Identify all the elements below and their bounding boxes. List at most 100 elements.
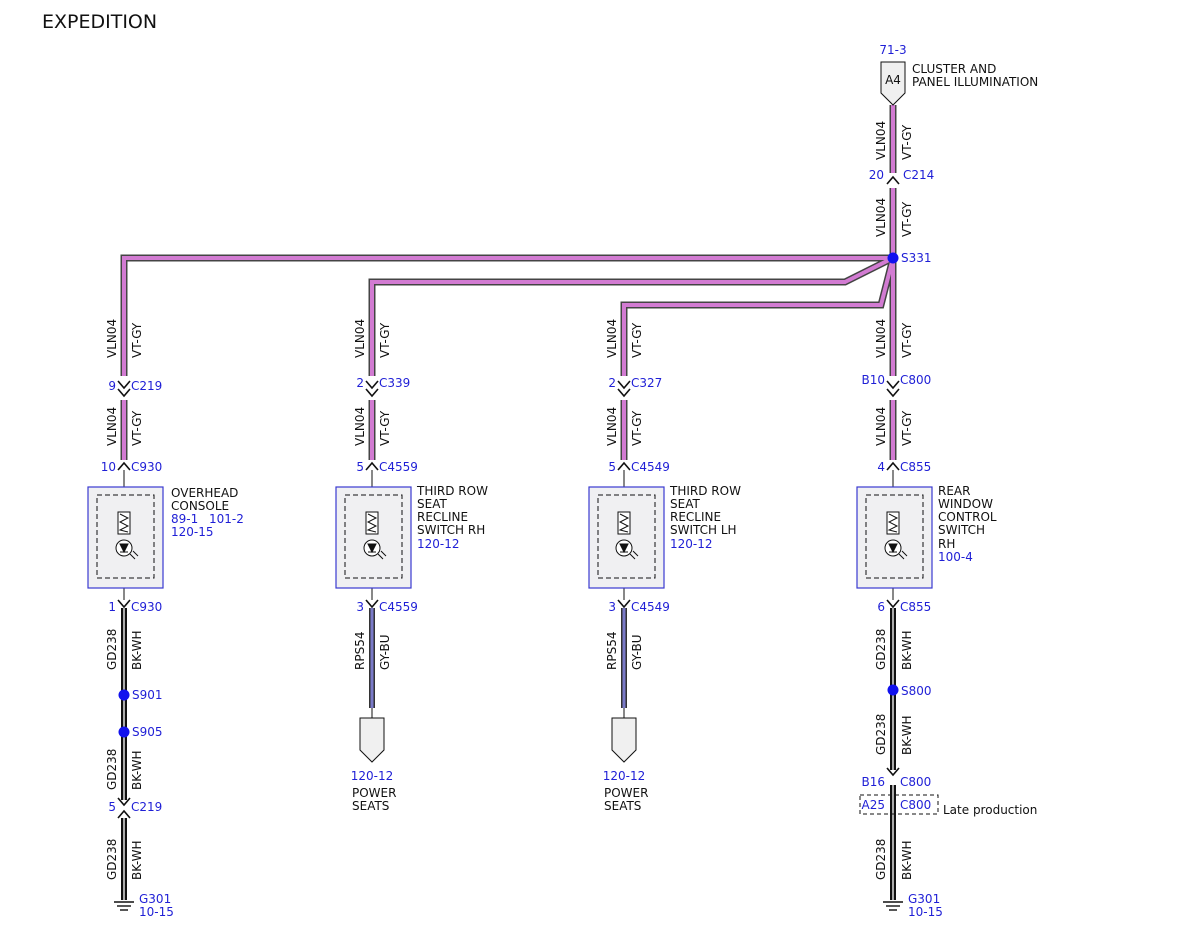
svg-text:C800: C800 — [900, 775, 931, 789]
svg-text:SWITCH LH: SWITCH LH — [670, 523, 737, 537]
svg-text:OVERHEAD: OVERHEAD — [171, 486, 238, 500]
svg-text:GD238: GD238 — [874, 839, 888, 880]
svg-text:C4549: C4549 — [631, 460, 670, 474]
cluster-pin: A4 — [885, 73, 901, 87]
svg-text:REAR: REAR — [938, 484, 970, 498]
svg-text:POWER: POWER — [352, 786, 396, 800]
svg-text:3: 3 — [608, 600, 616, 614]
svg-text:GD238: GD238 — [105, 749, 119, 790]
splice-s331-label: S331 — [901, 251, 932, 265]
svg-text:VLN04: VLN04 — [353, 407, 367, 446]
svg-text:VLN04: VLN04 — [605, 319, 619, 358]
cluster-label-2: PANEL ILLUMINATION — [912, 75, 1038, 89]
svg-text:WINDOW: WINDOW — [938, 497, 993, 511]
svg-text:RECLINE: RECLINE — [670, 510, 721, 524]
svg-text:C4559: C4559 — [379, 460, 418, 474]
svg-text:VT-GY: VT-GY — [130, 322, 144, 358]
splice-s901-label: S901 — [132, 688, 163, 702]
ground-g301-left: G301 10-15 — [114, 892, 174, 919]
svg-text:POWER: POWER — [604, 786, 648, 800]
svg-text:BK-WH: BK-WH — [130, 840, 144, 880]
svg-text:RPS54: RPS54 — [353, 632, 367, 670]
svg-text:BK-WH: BK-WH — [130, 750, 144, 790]
svg-text:VLN04: VLN04 — [105, 319, 119, 358]
ground-g301-right: G301 10-15 — [883, 892, 943, 919]
svg-text:GY-BU: GY-BU — [630, 634, 644, 670]
svg-text:VLN04: VLN04 — [874, 407, 888, 446]
svg-text:GD238: GD238 — [874, 714, 888, 755]
svg-text:1: 1 — [108, 600, 116, 614]
svg-text:THIRD ROW: THIRD ROW — [669, 484, 741, 498]
splice-s800-label: S800 — [901, 684, 932, 698]
c800-late-production: A25 C800 Late production — [859, 794, 1037, 817]
svg-text:120-12: 120-12 — [603, 769, 646, 783]
module-third-row-lh — [588, 486, 665, 589]
cluster-label-1: CLUSTER AND — [912, 62, 996, 76]
splice-s905-label: S905 — [132, 725, 163, 739]
splice-s331 — [887, 252, 899, 264]
svg-text:THIRD ROW: THIRD ROW — [416, 484, 488, 498]
svg-text:Late production: Late production — [943, 803, 1037, 817]
svg-text:5: 5 — [356, 460, 364, 474]
module-rear-window-rh — [856, 486, 933, 589]
svg-text:VT-GY: VT-GY — [130, 410, 144, 446]
svg-text:C930: C930 — [131, 460, 162, 474]
svg-text:C800: C800 — [900, 373, 931, 387]
c214-pin: 20 — [869, 168, 884, 182]
svg-text:BK-WH: BK-WH — [900, 715, 914, 755]
gy-bu-wires — [369, 608, 627, 708]
svg-text:SEATS: SEATS — [604, 799, 641, 813]
c214-name: C214 — [903, 168, 934, 182]
svg-text:C339: C339 — [379, 376, 410, 390]
svg-text:GD238: GD238 — [874, 629, 888, 670]
svg-text:C4549: C4549 — [631, 600, 670, 614]
svg-text:RPS54: RPS54 — [605, 632, 619, 670]
svg-text:10: 10 — [101, 460, 116, 474]
connector-labels: 9 C219 10 C930 1 C930 5 C219 2 C339 5 C4… — [101, 373, 932, 814]
svg-text:VLN04: VLN04 — [353, 319, 367, 358]
svg-text:GY-BU: GY-BU — [378, 634, 392, 670]
splice-s901 — [118, 689, 130, 701]
svg-text:A25: A25 — [862, 798, 885, 812]
svg-text:C4559: C4559 — [379, 600, 418, 614]
svg-text:VT-GY: VT-GY — [630, 410, 644, 446]
svg-text:120-12: 120-12 — [417, 537, 460, 551]
svg-text:C800: C800 — [900, 798, 931, 812]
svg-text:6: 6 — [877, 600, 885, 614]
svg-text:5: 5 — [608, 460, 616, 474]
svg-text:VLN04: VLN04 — [605, 407, 619, 446]
svg-text:VLN04: VLN04 — [874, 198, 888, 237]
svg-text:VT-GY: VT-GY — [900, 124, 914, 160]
svg-text:BK-WH: BK-WH — [130, 630, 144, 670]
svg-text:SEAT: SEAT — [417, 497, 447, 511]
svg-text:120-12: 120-12 — [670, 537, 713, 551]
svg-text:C930: C930 — [131, 600, 162, 614]
splice-s800 — [887, 684, 899, 696]
svg-text:VLN04: VLN04 — [105, 407, 119, 446]
connector-chevrons — [117, 175, 900, 819]
svg-text:GD238: GD238 — [105, 839, 119, 880]
module-symbols — [115, 511, 908, 560]
svg-text:SEATS: SEATS — [352, 799, 389, 813]
svg-text:120-12: 120-12 — [351, 769, 394, 783]
svg-text:G301: G301 — [908, 892, 940, 906]
svg-text:VT-GY: VT-GY — [378, 322, 392, 358]
svg-text:5: 5 — [108, 800, 116, 814]
svg-text:C327: C327 — [631, 376, 662, 390]
svg-text:SWITCH: SWITCH — [938, 523, 985, 537]
svg-text:89-1: 89-1 — [171, 512, 198, 526]
svg-text:SWITCH RH: SWITCH RH — [417, 523, 485, 537]
svg-text:C855: C855 — [900, 460, 931, 474]
svg-text:G301: G301 — [139, 892, 171, 906]
svg-text:100-4: 100-4 — [938, 550, 973, 564]
cluster-connector: A4 71-3 CLUSTER AND PANEL ILLUMINATION — [879, 43, 1038, 106]
svg-text:C219: C219 — [131, 379, 162, 393]
svg-text:GD238: GD238 — [105, 629, 119, 670]
splice-s905 — [118, 726, 130, 738]
svg-text:C219: C219 — [131, 800, 162, 814]
svg-text:BK-WH: BK-WH — [900, 630, 914, 670]
svg-text:VT-GY: VT-GY — [900, 322, 914, 358]
svg-text:RH: RH — [938, 537, 955, 551]
svg-text:VT-GY: VT-GY — [630, 322, 644, 358]
wire-labels: VLN04 VT-GY VLN04 VT-GY VLN04 VT-GY VLN0… — [105, 121, 914, 880]
